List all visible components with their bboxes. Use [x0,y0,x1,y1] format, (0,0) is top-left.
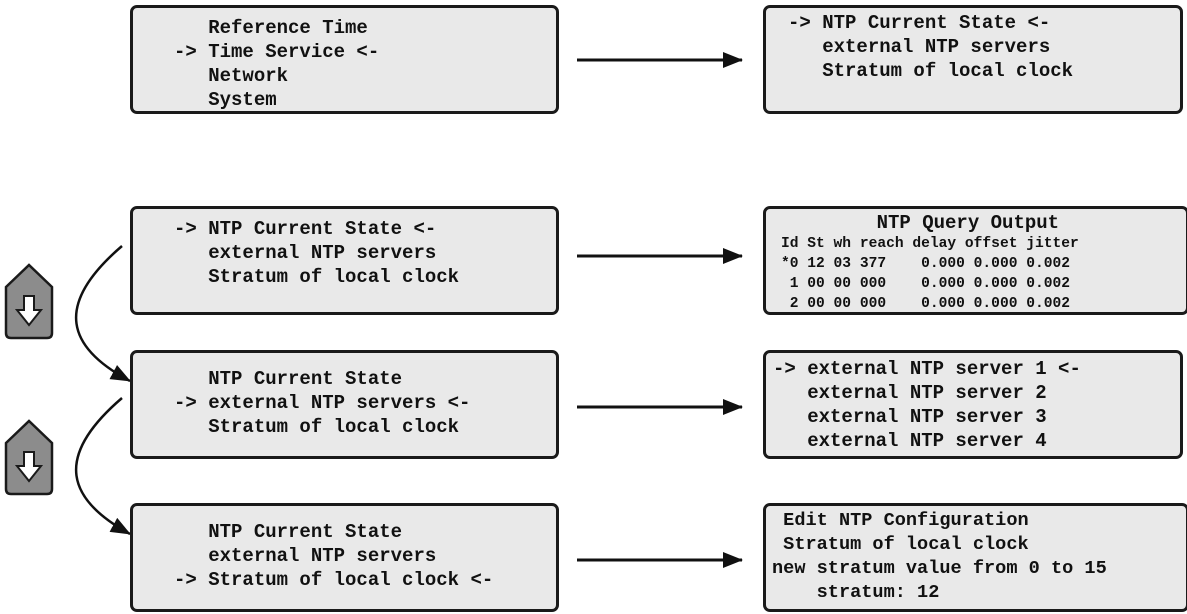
down-arrow-key-icon[interactable] [4,419,54,496]
lcd-stratum-selected: NTP Current State external NTP servers -… [130,503,559,612]
menu-line: System [174,89,277,111]
menu-line: external NTP servers [174,242,437,264]
menu-line-selected: -> NTP Current State <- [788,12,1051,34]
menu-line: external NTP server 3 [773,406,1047,428]
curved-arrow-to-stratum-selected [74,397,131,536]
lcd-edit-stratum: Edit NTP Configuration Stratum of local … [763,503,1187,612]
lcd-ntp-query-output: NTP Query Output Id St wh reach delay of… [763,206,1187,315]
lcd-time-service-menu: -> NTP Current State <- external NTP ser… [763,5,1183,114]
lcd-servers-selected: NTP Current State -> external NTP server… [130,350,559,459]
menu-line: external NTP server 4 [773,430,1047,452]
edit-subtitle: Stratum of local clock [772,534,1029,555]
menu-line: Stratum of local clock [788,60,1074,82]
query-data-row: 2 00 00 000 0.000 0.000 0.002 [781,296,1071,312]
menu-line: external NTP servers [174,545,437,567]
menu-line: NTP Current State [174,368,403,390]
stratum-value-field[interactable]: stratum: 12 [772,582,940,603]
menu-line-selected: -> external NTP servers <- [174,392,471,414]
query-header-row: Id St wh reach delay offset jitter [781,236,1079,252]
menu-line-selected: -> Stratum of local clock <- [174,569,494,591]
menu-line: Reference Time [174,17,368,39]
menu-line: Stratum of local clock [174,416,460,438]
edit-range-hint: new stratum value from 0 to 15 [772,558,1107,579]
down-arrow-key-icon[interactable] [4,263,54,340]
curved-arrow-to-servers-selected [74,245,131,383]
lcd-server-list: -> external NTP server 1 <- external NTP… [763,350,1183,459]
query-data-row: *0 12 03 377 0.000 0.000 0.002 [781,256,1071,272]
menu-line-selected: -> Time Service <- [174,41,380,63]
menu-line-selected: -> external NTP server 1 <- [773,358,1081,380]
menu-line: external NTP servers [788,36,1051,58]
menu-line: NTP Current State [174,521,403,543]
menu-line: external NTP server 2 [773,382,1047,404]
query-title: NTP Query Output [774,212,1060,234]
lcd-main-menu: Reference Time -> Time Service <- Networ… [130,5,559,114]
menu-line: Network [174,65,289,87]
query-data-row: 1 00 00 000 0.000 0.000 0.002 [781,276,1071,292]
menu-line-selected: -> NTP Current State <- [174,218,437,240]
edit-title: Edit NTP Configuration [772,510,1029,531]
lcd-ntp-state-selected: -> NTP Current State <- external NTP ser… [130,206,559,315]
menu-line: Stratum of local clock [174,266,460,288]
